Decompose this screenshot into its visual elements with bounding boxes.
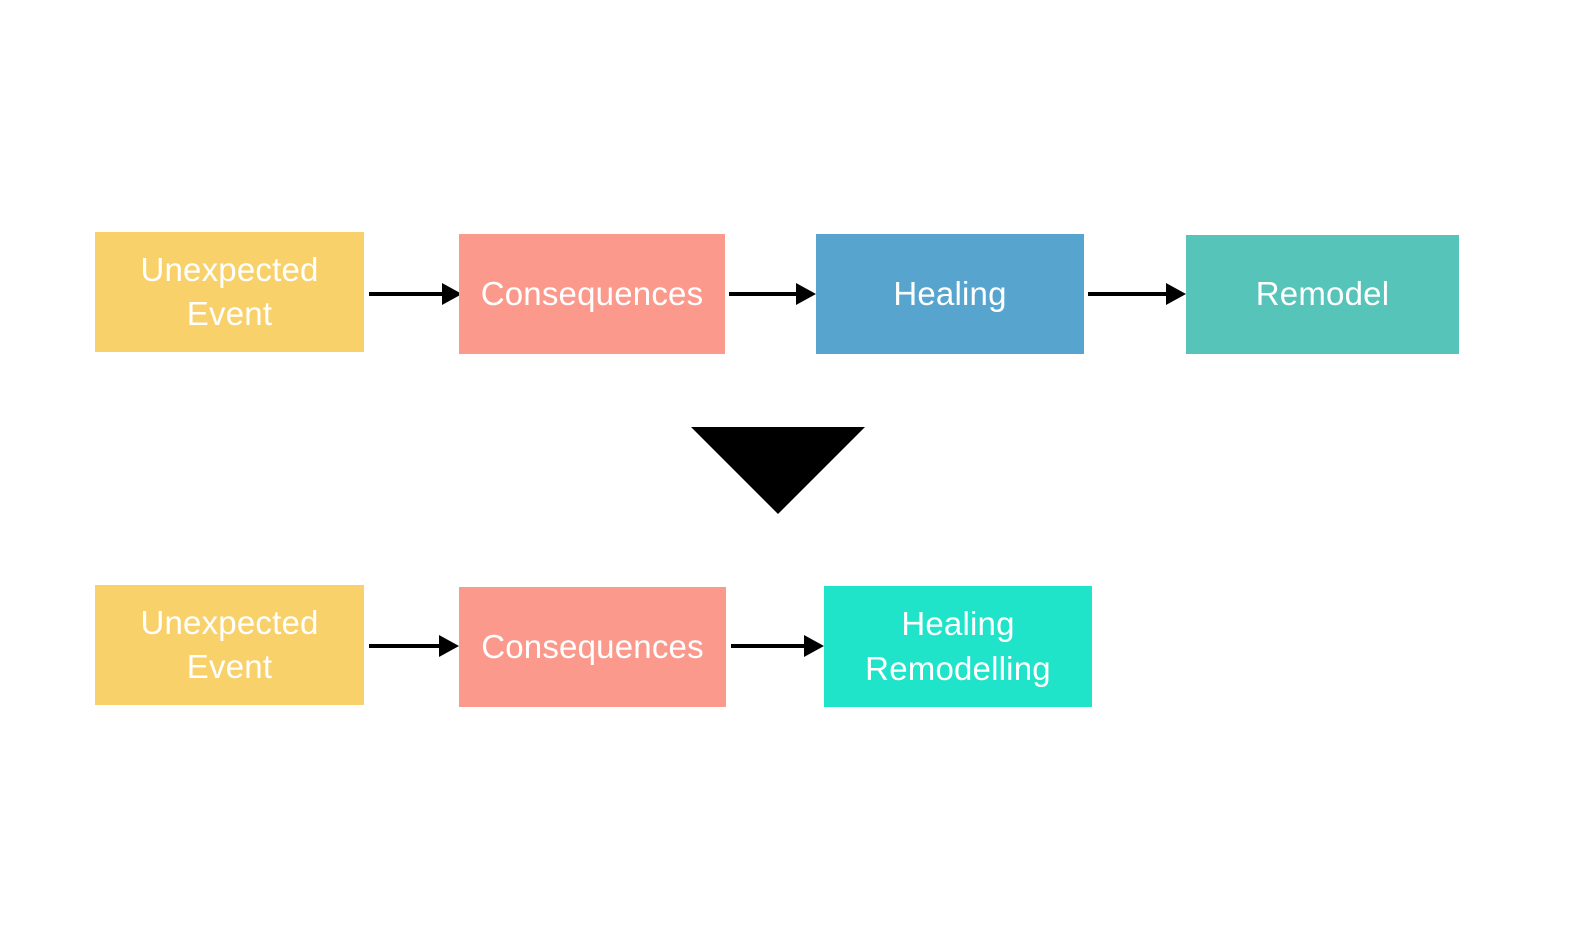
node-healing-remodelling-after: Healing Remodelling	[824, 586, 1092, 707]
node-label-line: Event	[186, 295, 273, 332]
node-label-line: Event	[186, 648, 273, 685]
flow-arrow	[729, 292, 796, 296]
node-remodel-before: Remodel	[1186, 235, 1459, 354]
flow-arrow	[369, 644, 439, 648]
flow-arrow	[1088, 292, 1166, 296]
node-label-line: Remodel	[1255, 275, 1390, 313]
down-triangle-icon	[691, 427, 865, 514]
node-label-line: Unexpected	[140, 250, 319, 288]
node-label-line: Consequences	[480, 274, 704, 312]
node-unexpected-event-after: Unexpected Event	[95, 585, 364, 705]
flow-arrow	[731, 644, 804, 648]
node-label-line: Unexpected	[140, 603, 319, 641]
node-unexpected-event-before: Unexpected Event	[95, 232, 364, 352]
node-label-line: Healing	[901, 605, 1015, 643]
node-label-line: Healing	[893, 274, 1007, 312]
node-healing-before: Healing	[816, 234, 1084, 354]
flow-arrow	[369, 292, 442, 296]
node-consequences-before: Consequences	[459, 234, 725, 354]
node-label-line: Consequences	[481, 627, 704, 665]
node-label-line: Remodelling	[865, 649, 1051, 687]
node-consequences-after: Consequences	[459, 587, 726, 707]
